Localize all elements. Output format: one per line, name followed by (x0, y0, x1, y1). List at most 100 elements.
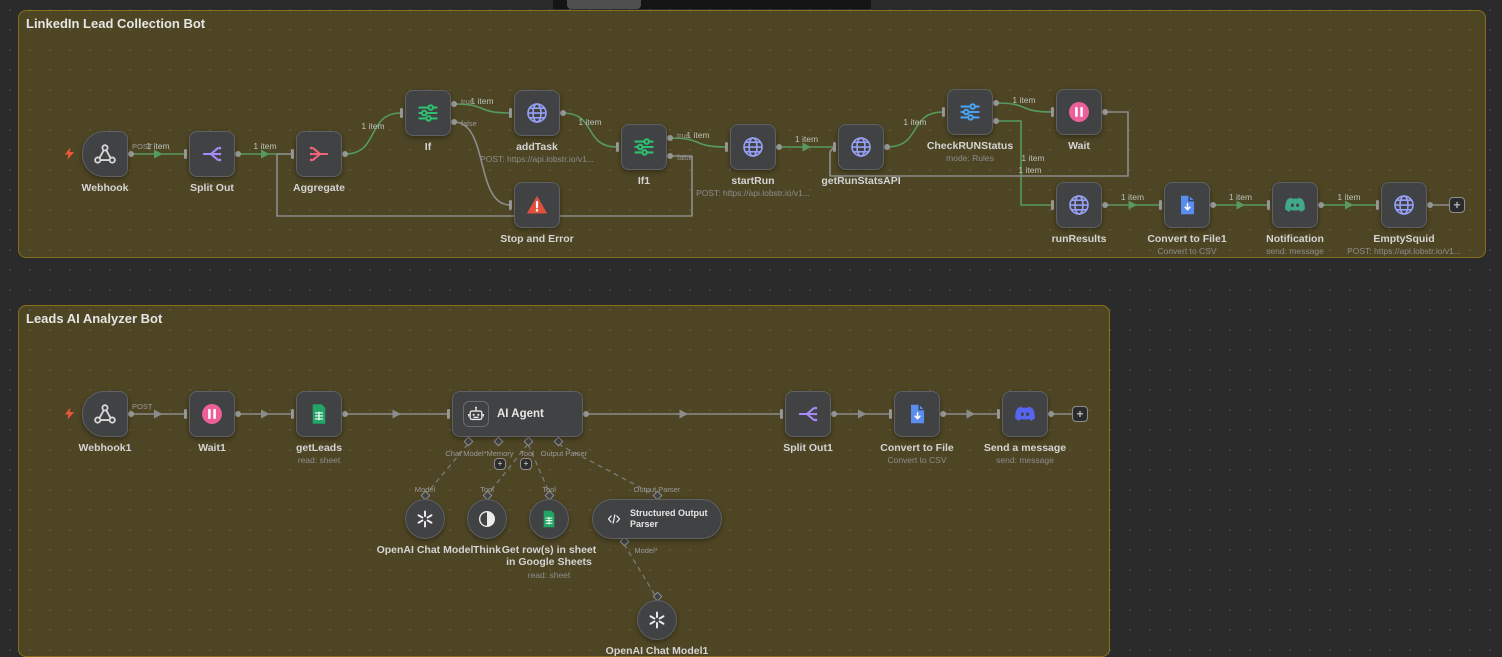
input-port[interactable] (184, 409, 187, 419)
output-port[interactable] (776, 144, 782, 150)
node-splitout1[interactable] (785, 391, 831, 437)
add-node-button[interactable]: + (1072, 406, 1088, 422)
sticky-note[interactable] (18, 305, 1110, 657)
tiny-label: POST (132, 402, 153, 411)
connection-edge[interactable] (453, 121, 511, 206)
connection-edge[interactable] (669, 137, 727, 148)
node-addtask[interactable] (514, 90, 560, 136)
tiny-label: Model (414, 485, 436, 494)
output-port[interactable] (1427, 202, 1433, 208)
node-wait1[interactable] (189, 391, 235, 437)
warning-icon (524, 192, 550, 218)
output-port[interactable] (1102, 202, 1108, 208)
input-port[interactable] (509, 108, 512, 118)
output-port[interactable] (884, 144, 890, 150)
add-node-button[interactable]: + (494, 458, 506, 470)
node-webhook1[interactable] (82, 391, 128, 437)
output-port[interactable] (128, 151, 134, 157)
node-openai2[interactable] (637, 600, 677, 640)
input-port[interactable] (509, 200, 512, 210)
node-wait[interactable] (1056, 89, 1102, 135)
connection-edge[interactable] (562, 112, 618, 148)
connection-edge[interactable] (488, 443, 529, 494)
input-port[interactable] (1159, 200, 1162, 210)
connection-edge[interactable] (996, 120, 1052, 206)
node-stopanderror[interactable] (514, 182, 560, 228)
input-port[interactable] (616, 142, 619, 152)
node-split_out[interactable] (189, 131, 235, 177)
connection-edge[interactable] (426, 443, 469, 494)
output-port[interactable] (993, 100, 999, 106)
input-port[interactable] (725, 142, 728, 152)
input-port[interactable] (997, 409, 1000, 419)
input-port[interactable] (291, 409, 294, 419)
output-port[interactable] (451, 119, 457, 125)
output-port[interactable] (940, 411, 946, 417)
node-aiagent[interactable]: AI Agent (452, 391, 583, 437)
input-port[interactable] (1376, 200, 1379, 210)
connection-edge[interactable] (829, 111, 1129, 177)
node-getrunstats[interactable] (838, 124, 884, 170)
output-port[interactable] (1210, 202, 1216, 208)
node-sendmsg[interactable] (1002, 391, 1048, 437)
connection-edge[interactable] (453, 103, 511, 114)
node-runresults[interactable] (1056, 182, 1102, 228)
output-port[interactable] (342, 411, 348, 417)
input-port[interactable] (833, 142, 836, 152)
node-convertfile1[interactable] (1164, 182, 1210, 228)
node-if[interactable] (405, 90, 451, 136)
node-getleads[interactable] (296, 391, 342, 437)
input-port[interactable] (400, 108, 403, 118)
node-convertfile[interactable] (894, 391, 940, 437)
node-sop[interactable]: Structured Output Parser (592, 499, 722, 539)
connection-edge[interactable] (344, 112, 402, 155)
output-port[interactable] (235, 151, 241, 157)
add-node-button[interactable]: + (520, 458, 532, 470)
output-port[interactable] (667, 135, 673, 141)
output-port[interactable] (1318, 202, 1324, 208)
tiny-label: Tool (542, 485, 556, 494)
input-port[interactable] (1051, 107, 1054, 117)
input-port[interactable] (1267, 200, 1270, 210)
output-port[interactable] (1102, 109, 1108, 115)
sticky-note-title: LinkedIn Lead Collection Bot (26, 16, 206, 31)
input-port[interactable] (780, 409, 783, 419)
connection-edge[interactable] (995, 102, 1053, 113)
input-port[interactable] (291, 149, 294, 159)
node-checkrun[interactable] (947, 89, 993, 135)
node-getrows[interactable] (529, 499, 569, 539)
openai-icon (414, 508, 436, 530)
node-openai1[interactable] (405, 499, 445, 539)
node-startrun[interactable] (730, 124, 776, 170)
node-webhook[interactable] (82, 131, 128, 177)
output-port[interactable] (667, 153, 673, 159)
input-port[interactable] (942, 107, 945, 117)
output-port[interactable] (583, 411, 589, 417)
input-port[interactable] (447, 409, 450, 419)
connection-edge[interactable] (276, 153, 693, 217)
output-port[interactable] (831, 411, 837, 417)
input-port[interactable] (1051, 200, 1054, 210)
output-port[interactable] (993, 118, 999, 124)
discord-icon (1282, 192, 1308, 218)
connection-edge[interactable] (623, 543, 657, 598)
output-port[interactable] (560, 110, 566, 116)
add-node-button[interactable]: + (1449, 197, 1465, 213)
output-port[interactable] (451, 101, 457, 107)
node-if1[interactable] (621, 124, 667, 170)
output-port[interactable] (1048, 411, 1054, 417)
tiny-label: Tool (480, 485, 494, 494)
node-notification[interactable] (1272, 182, 1318, 228)
output-port[interactable] (128, 411, 134, 417)
node-aggregate[interactable] (296, 131, 342, 177)
output-port[interactable] (235, 411, 241, 417)
node-think[interactable] (467, 499, 507, 539)
sliders-icon (957, 99, 983, 125)
output-port[interactable] (342, 151, 348, 157)
edge-item-count: 1 item (1018, 165, 1042, 175)
input-port[interactable] (184, 149, 187, 159)
connection-edge[interactable] (886, 111, 944, 148)
node-emptysquid[interactable] (1381, 182, 1427, 228)
input-port[interactable] (889, 409, 892, 419)
